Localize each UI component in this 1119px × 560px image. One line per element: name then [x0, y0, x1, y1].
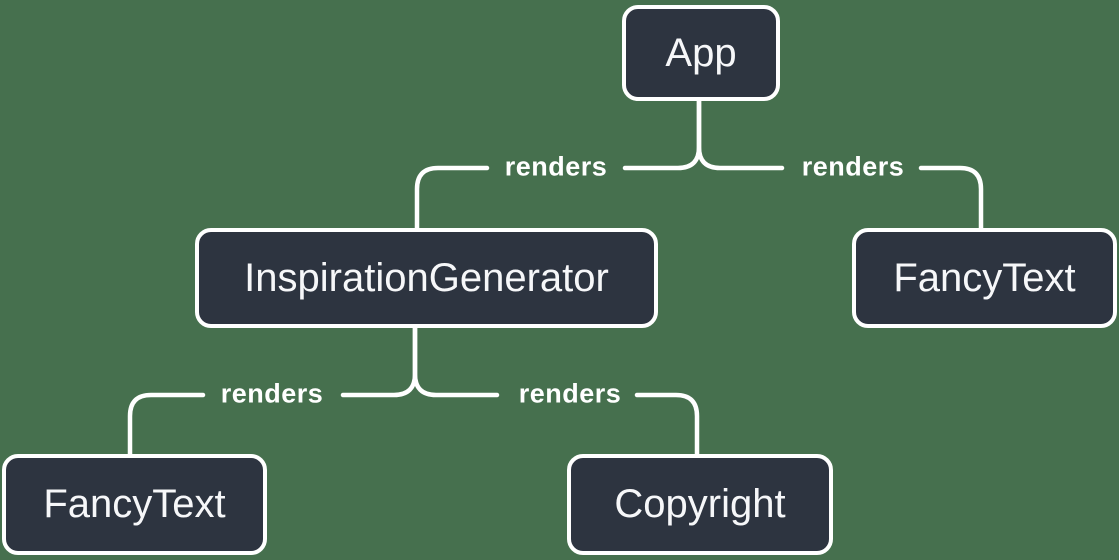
node-fancy-text-bottom-left-label: FancyText	[43, 482, 226, 526]
edge-label-inspiration-fancy-text: renders	[220, 378, 324, 409]
node-inspiration-generator-label: InspirationGenerator	[244, 255, 609, 300]
node-app-label: App	[665, 30, 737, 75]
node-copyright: Copyright	[567, 454, 833, 555]
edge-label-inspiration-copyright: renders	[518, 378, 622, 409]
node-app: App	[622, 5, 780, 101]
node-fancy-text-top-right-label: FancyText	[893, 255, 1076, 300]
edge-inspiration-fork-left	[340, 324, 418, 398]
edge-label-app-inspiration: renders	[504, 151, 608, 182]
node-fancy-text-bottom-left: FancyText	[2, 454, 267, 555]
node-inspiration-generator: InspirationGenerator	[195, 228, 658, 328]
node-copyright-label: Copyright	[614, 482, 786, 526]
edge-app-fork-left	[622, 97, 702, 171]
edge-inspiration-fork-right	[412, 324, 500, 398]
edge-to-inspiration-generator	[414, 165, 490, 232]
edge-to-copyright	[634, 392, 700, 459]
edge-to-fancy-text-bottom-left	[127, 392, 206, 459]
edge-app-fork-right	[696, 97, 785, 171]
edge-label-app-fancy-text: renders	[801, 151, 905, 182]
edge-to-fancy-text-top-right	[918, 165, 984, 232]
node-fancy-text-top-right: FancyText	[852, 228, 1117, 328]
